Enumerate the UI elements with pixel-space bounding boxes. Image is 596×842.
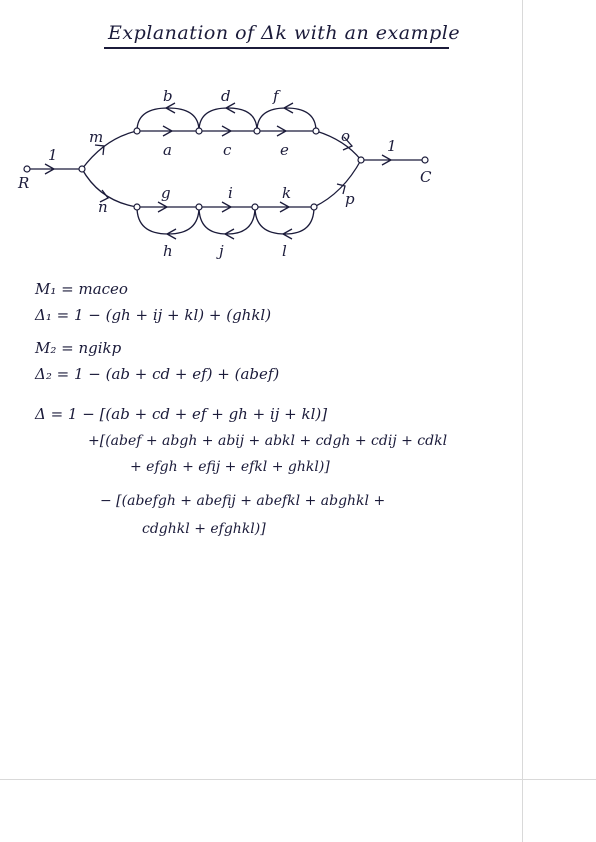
node-l3 [251, 203, 259, 211]
arrow-c [221, 125, 233, 137]
label-g: g [161, 184, 171, 202]
arrow-input [44, 163, 56, 175]
branch-m [81, 130, 138, 170]
node-u4 [312, 127, 320, 135]
node-split [78, 165, 86, 173]
node-l2 [195, 203, 203, 211]
label-h: h [163, 242, 173, 260]
node-u2 [195, 127, 203, 135]
equation-m1: M₁ = maceo [35, 280, 128, 298]
label-l: l [282, 242, 287, 260]
equation-m2: M₂ = ngikp [35, 339, 122, 357]
arrow-n [99, 189, 109, 203]
label-input-gain: 1 [48, 146, 58, 164]
loop-b [136, 107, 200, 132]
arrow-d [224, 102, 236, 114]
label-p: p [345, 190, 355, 208]
page-title: Explanation of Δk with an example [108, 22, 461, 44]
arrow-b [164, 102, 176, 114]
equation-delta-line1: Δ = 1 − [(ab + cd + ef + gh + ij + kl)] [35, 405, 328, 423]
arrow-a [162, 125, 174, 137]
label-e: e [280, 141, 289, 159]
label-c: c [223, 141, 232, 159]
equation-delta1: Δ₁ = 1 − (gh + ij + kl) + (ghkl) [35, 306, 272, 324]
label-m: m [89, 128, 103, 146]
label-i: i [228, 184, 233, 202]
loop-l [254, 206, 315, 235]
arrow-e [276, 125, 288, 137]
label-output-gain: 1 [387, 137, 397, 155]
arrow-output [381, 154, 393, 166]
node-l4 [310, 203, 318, 211]
node-source [23, 165, 31, 173]
label-b: b [163, 87, 173, 105]
arrow-f [282, 102, 294, 114]
node-u3 [253, 127, 261, 135]
loop-d [198, 107, 258, 132]
label-d: d [221, 87, 231, 105]
loop-f [256, 107, 317, 132]
label-k: k [282, 184, 291, 202]
arrow-o [342, 136, 354, 151]
branch-o [315, 130, 362, 161]
title-underline [104, 47, 449, 49]
branch-n [81, 168, 138, 208]
arrow-k [279, 201, 291, 213]
label-source: R [17, 174, 29, 192]
node-u1 [133, 127, 141, 135]
node-sink [421, 156, 429, 164]
label-n: n [98, 198, 108, 216]
equation-delta-line3: + efgh + efij + efkl + ghkl)] [130, 459, 330, 475]
label-a: a [163, 141, 172, 159]
equation-delta-line4: − [(abefgh + abefij + abefkl + abghkl + [100, 493, 386, 509]
arrow-j [223, 228, 235, 240]
label-sink: C [420, 168, 432, 186]
equation-delta2: Δ₂ = 1 − (ab + cd + ef) + (abef) [35, 365, 280, 383]
loop-j [198, 206, 256, 235]
label-f: f [272, 87, 281, 105]
loop-h [136, 206, 200, 235]
label-j: j [216, 242, 224, 260]
branch-p [313, 159, 362, 208]
node-l1 [133, 203, 141, 211]
node-join [357, 156, 365, 164]
arrow-p [336, 183, 346, 195]
arrow-i [221, 201, 233, 213]
arrow-g [157, 201, 169, 213]
label-o: o [341, 127, 350, 145]
bottom-margin-line [0, 779, 596, 780]
right-margin-line [522, 0, 523, 842]
equation-delta-line2: +[(abef + abgh + abij + abkl + cdgh + cd… [88, 433, 448, 449]
arrow-h [165, 228, 177, 240]
arrow-m [94, 144, 105, 156]
equation-delta-line5: cdghkl + efghkl)] [142, 521, 266, 537]
arrow-l [281, 228, 293, 240]
